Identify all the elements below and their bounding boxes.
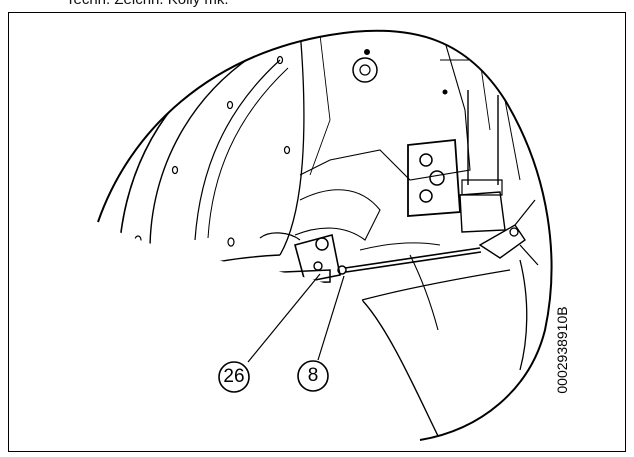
drum-inner-ring-2 [207, 67, 289, 239]
drawing-frame [8, 12, 626, 452]
knob [352, 57, 378, 83]
drum-rim-face [149, 44, 271, 251]
lens-outline [97, 29, 553, 441]
callout-8: 8 [307, 365, 319, 386]
header-caption: Techn. Zeichn. Kolly mk. [66, 0, 229, 8]
callout-circle-26 [218, 361, 250, 393]
drawing-code: 0002938910B [554, 306, 570, 394]
fin-curve [361, 299, 441, 441]
leader-line-8 [317, 275, 345, 361]
callout-circle-8 [297, 360, 329, 392]
drum-inner-ring [194, 59, 281, 241]
leader-line-26 [247, 273, 321, 363]
bracket-block [407, 139, 461, 217]
callout-26: 26 [223, 366, 245, 387]
